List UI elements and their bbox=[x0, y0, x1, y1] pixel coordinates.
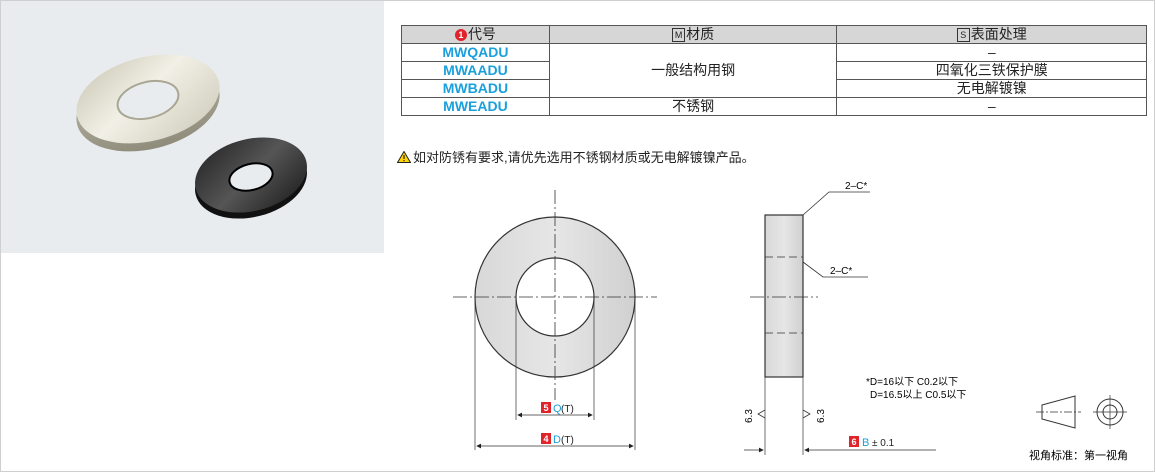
first-angle-projection-icon bbox=[1036, 395, 1127, 429]
surface-cell: 四氧化三铁保护膜 bbox=[836, 61, 1147, 80]
material-cell: 不锈钢 bbox=[548, 97, 838, 116]
projection-label: 视角标准：第一视角 bbox=[1029, 448, 1128, 462]
header-code-label: 代号 bbox=[467, 26, 496, 42]
svg-text:(T): (T) bbox=[561, 404, 574, 415]
svg-text:4: 4 bbox=[543, 434, 548, 444]
washer-render-image bbox=[76, 54, 307, 219]
roughness-right: 6.3 bbox=[816, 409, 827, 423]
q-dimension-label: 5 Q (T) bbox=[541, 402, 574, 415]
b-dimension-label: 6 B ± 0.1 bbox=[849, 436, 895, 449]
code-cell[interactable]: MWQADU bbox=[401, 43, 550, 62]
surface-cell: – bbox=[836, 97, 1147, 116]
warning-icon bbox=[397, 151, 411, 163]
chamfer-top-label: 2–C* bbox=[845, 181, 867, 192]
svg-text:B: B bbox=[862, 437, 869, 449]
svg-text:± 0.1: ± 0.1 bbox=[872, 438, 895, 449]
svg-text:6: 6 bbox=[851, 437, 856, 447]
rust-warning: 如对防锈有要求,请优先选用不锈钢材质或无电解镀镍产品。 bbox=[397, 147, 755, 166]
chamfer-mid-label: 2–C* bbox=[830, 266, 852, 277]
front-view bbox=[453, 190, 657, 450]
chamfer-note-line2: D=16.5以上 C0.5以下 bbox=[870, 389, 966, 401]
warning-text: 如对防锈有要求,请优先选用不锈钢材质或无电解镀镍产品。 bbox=[413, 150, 755, 165]
product-photo bbox=[1, 1, 384, 253]
svg-text:D: D bbox=[553, 434, 561, 446]
svg-text:(T): (T) bbox=[561, 435, 574, 446]
roughness-left: 6.3 bbox=[744, 409, 755, 423]
header-material-label: 材质 bbox=[686, 26, 715, 42]
table-row: MWEADU 不锈钢 – bbox=[401, 97, 1147, 116]
d-dimension-label: 4 D (T) bbox=[541, 433, 574, 446]
code-badge: 1 bbox=[454, 29, 467, 42]
code-cell[interactable]: MWEADU bbox=[401, 97, 550, 116]
side-view bbox=[744, 191, 936, 455]
svg-text:5: 5 bbox=[543, 403, 548, 413]
chamfer-note-line1: *D=16以下 C0.2以下 bbox=[866, 377, 958, 388]
svg-text:Q: Q bbox=[553, 403, 562, 415]
material-badge: M bbox=[672, 28, 686, 43]
header-surface-label: 表面处理 bbox=[970, 26, 1027, 42]
surface-badge: S bbox=[956, 28, 970, 43]
